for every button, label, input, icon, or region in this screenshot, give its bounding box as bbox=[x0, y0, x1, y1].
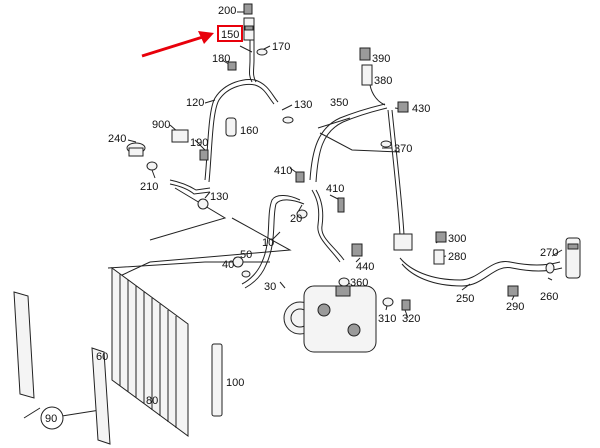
part-40-oring bbox=[241, 270, 251, 278]
part-60-panel bbox=[13, 291, 35, 399]
part-310-oring bbox=[382, 297, 394, 307]
label-180: 180 bbox=[212, 53, 230, 65]
label-150: 150 bbox=[221, 29, 239, 41]
label-410-lower: 410 bbox=[326, 183, 344, 195]
part-320-screw bbox=[401, 299, 411, 311]
label-210: 210 bbox=[140, 181, 158, 193]
part-210-washer bbox=[146, 161, 158, 171]
label-50: 50 bbox=[240, 249, 252, 261]
label-900: 900 bbox=[152, 119, 170, 131]
label-130-upper: 130 bbox=[294, 99, 312, 111]
part-390-cap bbox=[359, 47, 371, 61]
part-410b-valve bbox=[337, 197, 345, 213]
label-410-upper: 410 bbox=[274, 165, 292, 177]
label-370: 370 bbox=[394, 143, 412, 155]
part-300-nut bbox=[435, 231, 447, 243]
part-180-clip bbox=[227, 61, 237, 71]
part-360-oring bbox=[338, 277, 350, 287]
label-250: 250 bbox=[456, 293, 474, 305]
part-260-ring bbox=[545, 262, 555, 274]
hoses bbox=[169, 40, 563, 289]
highlight-box bbox=[217, 25, 243, 42]
part-160-sleeve bbox=[225, 117, 237, 137]
label-320: 320 bbox=[402, 313, 420, 325]
part-430-nut bbox=[397, 101, 409, 113]
part-expansion-block bbox=[393, 233, 413, 251]
parts bbox=[13, 3, 581, 445]
callout-90-circle bbox=[40, 406, 64, 430]
red-arrow-head bbox=[198, 31, 214, 44]
label-100: 100 bbox=[226, 377, 244, 389]
part-80-condenser bbox=[111, 267, 189, 437]
label-40: 40 bbox=[222, 259, 234, 271]
part-100-tube bbox=[211, 343, 223, 417]
label-130-lower: 130 bbox=[210, 191, 228, 203]
label-390: 390 bbox=[372, 53, 390, 65]
part-30-compressor bbox=[283, 285, 377, 353]
label-190: 190 bbox=[190, 137, 208, 149]
label-300: 300 bbox=[448, 233, 466, 245]
label-20: 20 bbox=[290, 213, 302, 225]
part-200-cap bbox=[243, 3, 253, 15]
part-50-washer bbox=[232, 256, 244, 268]
part-900-bracket bbox=[171, 129, 189, 143]
part-380-valve bbox=[361, 64, 373, 86]
part-290-nut bbox=[507, 285, 519, 297]
label-290: 290 bbox=[506, 301, 524, 313]
label-360: 360 bbox=[350, 277, 368, 289]
red-arrow-shaft bbox=[141, 34, 207, 58]
label-440: 440 bbox=[356, 261, 374, 273]
leader-lines bbox=[23, 11, 563, 419]
label-200: 200 bbox=[218, 5, 236, 17]
label-350: 350 bbox=[330, 97, 348, 109]
part-130b-oring bbox=[197, 198, 209, 210]
label-90: 90 bbox=[45, 413, 57, 425]
part-190-screw bbox=[199, 149, 209, 161]
label-80: 80 bbox=[146, 395, 158, 407]
label-120: 120 bbox=[186, 97, 204, 109]
part-20-oring bbox=[296, 209, 308, 219]
highlight-150 bbox=[141, 25, 243, 58]
label-280: 280 bbox=[448, 251, 466, 263]
part-labels: 200 150 170 180 390 380 120 130 350 430 … bbox=[45, 5, 558, 425]
part-170-seal bbox=[256, 48, 268, 56]
label-240: 240 bbox=[108, 133, 126, 145]
label-380: 380 bbox=[374, 75, 392, 87]
label-10: 10 bbox=[262, 237, 274, 249]
part-440-screw bbox=[351, 243, 363, 257]
label-160: 160 bbox=[240, 125, 258, 137]
label-430: 430 bbox=[412, 103, 430, 115]
label-30: 30 bbox=[264, 281, 276, 293]
part-370-oring bbox=[380, 140, 392, 148]
label-60: 60 bbox=[96, 351, 108, 363]
label-270: 270 bbox=[540, 247, 558, 259]
part-130-oring bbox=[282, 116, 294, 124]
part-90-panel bbox=[91, 347, 111, 445]
part-410a-valve bbox=[295, 171, 305, 183]
label-310: 310 bbox=[378, 313, 396, 325]
label-260: 260 bbox=[540, 291, 558, 303]
label-170: 170 bbox=[272, 41, 290, 53]
part-280-bracket bbox=[433, 249, 445, 265]
